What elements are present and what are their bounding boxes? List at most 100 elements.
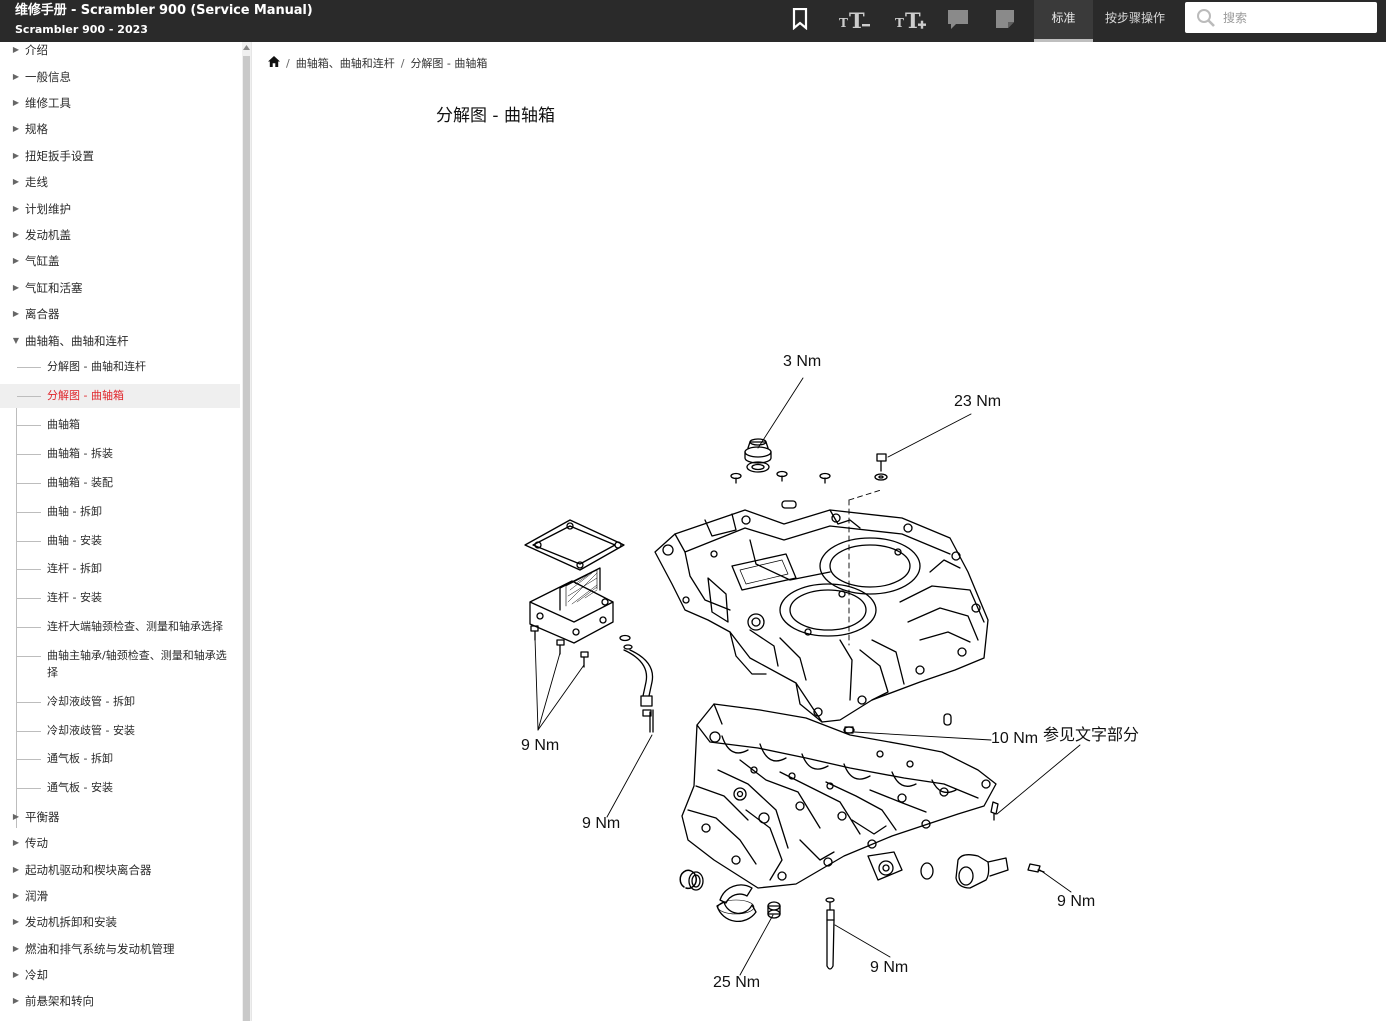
expand-arrow-icon: ▶ (12, 283, 20, 292)
expand-arrow-icon: ▶ (12, 309, 20, 318)
water-elbow (920, 854, 1009, 889)
expand-arrow-icon: ▶ (12, 944, 20, 953)
toc-subitem[interactable]: 冷却液歧管 - 拆卸 (0, 693, 240, 713)
torque-label: 23 Nm (954, 393, 1002, 410)
torque-label: 3 Nm (783, 353, 822, 370)
content-divider (251, 42, 252, 1021)
bolt-23nm (848, 453, 888, 646)
svg-text:T: T (905, 8, 921, 30)
expand-arrow-icon: ▶ (12, 45, 20, 54)
search-icon (1193, 5, 1219, 31)
expand-arrow-icon: ▶ (12, 865, 20, 874)
tab-standard[interactable]: 标准 (1034, 0, 1093, 42)
crankcase-exploded-diagram (524, 377, 1081, 976)
expand-arrow-icon: ▶ (12, 151, 20, 160)
toc-subitem[interactable]: 曲轴箱 (0, 416, 240, 436)
bolt-see-text (990, 801, 999, 821)
toc-subitem[interactable]: 冷却液歧管 - 安装 (0, 722, 240, 742)
toc-item[interactable]: ▶平衡器 (0, 806, 240, 828)
scrollbar-thumb[interactable] (243, 56, 250, 1021)
search-input[interactable] (1221, 9, 1375, 26)
expand-arrow-icon: ▶ (12, 204, 20, 213)
torque-label: 10 Nm (991, 730, 1039, 747)
breather-hose (619, 634, 654, 733)
toc-subitem[interactable]: 通气板 - 拆卸 (0, 750, 240, 770)
torque-label: 9 Nm (582, 815, 621, 832)
toc-item[interactable]: ▶扭矩扳手设置 (0, 145, 240, 167)
toc-subitem[interactable]: 曲轴箱 - 装配 (0, 474, 240, 494)
toc-item-expanded[interactable]: ▼曲轴箱、曲轴和连杆 (0, 330, 240, 352)
plug-10nm (843, 726, 855, 734)
toc-item[interactable]: ▶润滑 (0, 885, 240, 907)
toc-subitem[interactable]: 曲轴 - 拆卸 (0, 503, 240, 523)
breadcrumb-item[interactable]: 曲轴箱、曲轴和连杆 (295, 57, 395, 70)
oil-seal-circlip (679, 869, 704, 891)
toc-item[interactable]: ▶规格 (0, 118, 240, 140)
svg-text:T: T (849, 8, 865, 30)
toc-item[interactable]: ▶冷却 (0, 964, 240, 986)
expand-arrow-icon: ▶ (12, 256, 20, 265)
toc-item[interactable]: ▶气缸盖 (0, 250, 240, 272)
toc-subitem[interactable]: 通气板 - 安装 (0, 779, 240, 799)
collapse-arrow-icon: ▼ (12, 336, 20, 345)
expand-arrow-icon: ▶ (12, 891, 20, 900)
toc-item[interactable]: ▶走线 (0, 171, 240, 193)
bookmark-icon[interactable] (785, 5, 815, 33)
toc-item[interactable]: ▶计划维护 (0, 198, 240, 220)
toc-item[interactable]: ▶起动机驱动和楔块离合器 (0, 859, 240, 881)
toc-subitem[interactable]: 连杆 - 安装 (0, 589, 240, 609)
torque-label: 9 Nm (870, 959, 909, 976)
expand-arrow-icon: ▶ (12, 996, 20, 1005)
toc-item[interactable]: ▶介绍 (0, 42, 240, 61)
text-size-decrease-icon[interactable]: T T (838, 5, 872, 33)
breather-cover (529, 567, 614, 644)
toc-subitem[interactable]: 连杆 - 拆卸 (0, 560, 240, 580)
lower-crankcase (681, 703, 997, 889)
small-bolts-top (730, 470, 831, 509)
toc-item[interactable]: ▶气缸和活塞 (0, 277, 240, 299)
home-icon[interactable] (268, 56, 280, 70)
breather-gasket (524, 519, 625, 571)
upper-crankcase (654, 509, 989, 723)
expand-arrow-icon: ▶ (12, 98, 20, 107)
breadcrumb-separator: / (286, 56, 290, 70)
toc-item[interactable]: ▶发动机盖 (0, 224, 240, 246)
toc-item[interactable]: ▶一般信息 (0, 66, 240, 88)
torque-label: 9 Nm (521, 737, 560, 754)
svg-text:T: T (839, 16, 848, 30)
scroll-up-arrow-icon[interactable] (243, 43, 250, 53)
dowel (943, 713, 952, 726)
toc-item[interactable]: ▶离合器 (0, 303, 240, 325)
breadcrumb-item[interactable]: 分解图 - 曲轴箱 (410, 57, 488, 70)
search-box[interactable] (1185, 2, 1377, 33)
expand-arrow-icon: ▶ (12, 838, 20, 847)
comment-icon[interactable] (943, 5, 973, 33)
toc-subitem[interactable]: 曲轴主轴承/轴颈检查、测量和轴承选择 (0, 647, 240, 683)
app-subtitle: Scrambler 900 - 2023 (15, 23, 148, 36)
toc-item[interactable]: ▶发动机拆卸和安装 (0, 911, 240, 933)
drain-pipe-9nm (825, 897, 835, 970)
toc-subitem[interactable]: 连杆大端轴颈检查、测量和轴承选择 (0, 618, 240, 638)
toc-subitem[interactable]: 曲轴箱 - 拆装 (0, 445, 240, 465)
breadcrumb: / 曲轴箱、曲轴和连杆 / 分解图 - 曲轴箱 (268, 54, 487, 72)
toc-item[interactable]: ▶维修工具 (0, 92, 240, 114)
sidebar-scrollbar[interactable] (242, 42, 251, 1021)
toc-subitem[interactable]: 曲轴 - 安装 (0, 532, 240, 552)
leader-lines (534, 377, 1081, 976)
expand-arrow-icon: ▶ (12, 812, 20, 821)
toc-item[interactable]: ▶燃油和排气系统与发动机管理 (0, 938, 240, 960)
tree-line (16, 393, 17, 828)
tab-step-by-step[interactable]: 按步骤操作 (1104, 11, 1165, 25)
torque-label: 参见文字部分 (1043, 727, 1140, 744)
expand-arrow-icon: ▶ (12, 917, 20, 926)
page-title: 分解图 - 曲轴箱 (436, 106, 555, 126)
app-title: 维修手册 - Scrambler 900 (Service Manual) (15, 3, 313, 18)
note-icon[interactable] (990, 5, 1020, 33)
text-size-increase-icon[interactable]: T T (894, 5, 928, 33)
bolt-9nm-right (1027, 863, 1045, 873)
toc-item[interactable]: ▶传动 (0, 832, 240, 854)
toc-subitem-active[interactable]: 分解图 - 曲轴箱 (0, 384, 240, 408)
expand-arrow-icon: ▶ (12, 124, 20, 133)
toc-subitem[interactable]: 分解图 - 曲轴和连杆 (0, 358, 240, 378)
toc-item[interactable]: ▶前悬架和转向 (0, 990, 240, 1012)
